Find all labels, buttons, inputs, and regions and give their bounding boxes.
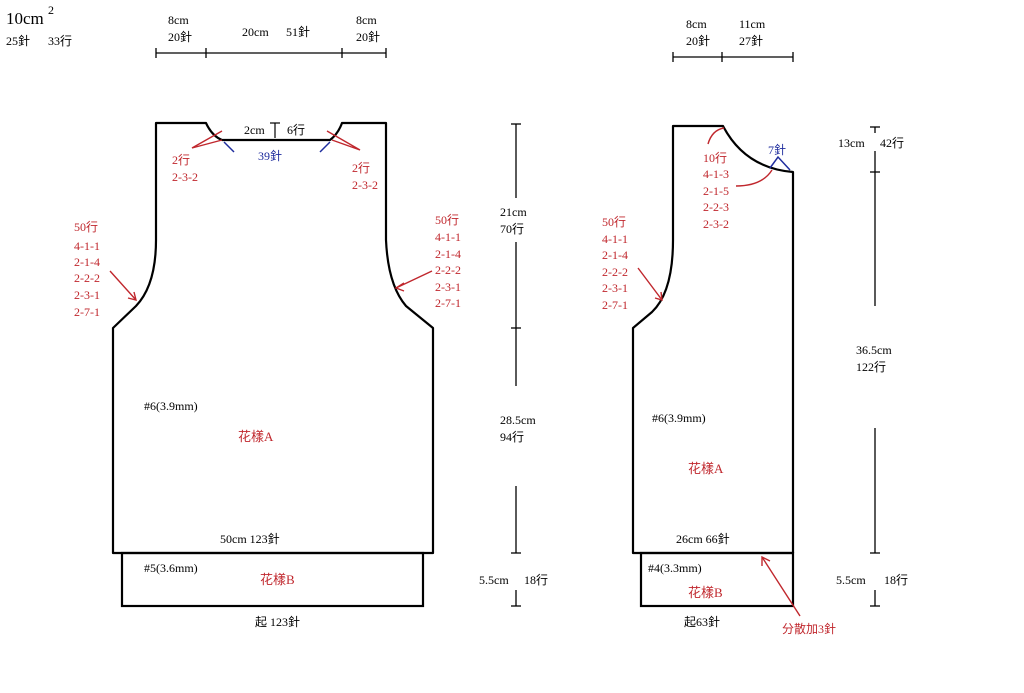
back-neck-dec-right-1: 2行 xyxy=(352,161,370,175)
back-armhole-right-2: 4-1-1 xyxy=(435,230,461,244)
back-armhole-right-4: 2-2-2 xyxy=(435,263,461,277)
front-armhole-6: 2-7-1 xyxy=(602,298,628,312)
back-neck-depth-cm: 2cm xyxy=(244,123,265,137)
front-neck-dec-text: 10行 4-1-3 2-1-5 2-2-3 2-3-2 xyxy=(703,151,729,231)
front-piece: 8cm 20針 11cm 27針 7針 10行 4-1-3 2-1-5 2-2-… xyxy=(602,17,908,636)
back-neck-dec-right-2: 2-3-2 xyxy=(352,178,378,192)
front-h1-cm: 13cm xyxy=(838,136,865,150)
front-top-dimension xyxy=(672,52,794,62)
front-rib-outline xyxy=(639,551,795,608)
front-neck-stitches: 7針 xyxy=(768,142,786,157)
back-armhole-left-5: 2-3-1 xyxy=(74,288,100,302)
gauge-size: 10cm xyxy=(6,9,44,28)
front-neck-dec-2: 4-1-3 xyxy=(703,167,729,181)
back-h2-rows: 94行 xyxy=(500,430,524,444)
back-armhole-left-2: 4-1-1 xyxy=(74,239,100,253)
back-needle-main: #6(3.9mm) xyxy=(144,399,198,413)
front-h3-rows: 18行 xyxy=(884,573,908,587)
front-top-left-cm: 8cm xyxy=(686,17,707,31)
back-h1-rows: 70行 xyxy=(500,222,524,236)
back-h2-cm: 28.5cm xyxy=(500,413,536,427)
front-top-right-cm: 11cm xyxy=(739,17,766,31)
front-h2-rows: 122行 xyxy=(856,360,886,374)
front-h3-cm: 5.5cm xyxy=(836,573,866,587)
back-armhole-left-6: 2-7-1 xyxy=(74,305,100,319)
front-armhole-5: 2-3-1 xyxy=(602,281,628,295)
back-pattern-rib: 花樣B xyxy=(260,572,295,587)
back-piece: 8cm 20針 20cm 51針 8cm 20針 2cm 6行 39針 2行 2… xyxy=(74,13,548,629)
front-neck-blue-mark xyxy=(769,155,791,171)
back-neck-arrows xyxy=(191,130,361,151)
back-armhole-left-4: 2-2-2 xyxy=(74,271,100,285)
back-h1-cm: 21cm xyxy=(500,205,527,219)
back-width-label: 50cm 123針 xyxy=(220,531,280,546)
gauge-block: 10cm 2 25針 33行 xyxy=(6,3,72,48)
front-needle-rib: #4(3.3mm) xyxy=(648,561,702,575)
front-height-dimension xyxy=(870,126,880,607)
back-armhole-left-3: 2-1-4 xyxy=(74,255,100,269)
gauge-superscript: 2 xyxy=(48,3,54,17)
front-neck-dec-3: 2-1-5 xyxy=(703,184,729,198)
back-top-left-cm: 8cm xyxy=(168,13,189,27)
back-pattern-main: 花樣A xyxy=(238,429,274,444)
back-neck-depth-marker xyxy=(270,122,280,138)
front-neck-arrows xyxy=(707,127,773,187)
front-increase-note: 分散加3針 xyxy=(782,621,836,636)
front-width-label: 26cm 66針 xyxy=(676,531,730,546)
front-needle-main: #6(3.9mm) xyxy=(652,411,706,425)
back-height-dimension xyxy=(511,123,521,607)
back-top-left-st: 20針 xyxy=(168,29,192,44)
gauge-rows: 33行 xyxy=(48,34,72,48)
front-neck-dec-4: 2-2-3 xyxy=(703,200,729,214)
back-armhole-right-3: 2-1-4 xyxy=(435,247,461,261)
back-top-right-cm: 8cm xyxy=(356,13,377,27)
front-h2-cm: 36.5cm xyxy=(856,343,892,357)
back-top-right-st: 20針 xyxy=(356,29,380,44)
front-armhole-3: 2-1-4 xyxy=(602,248,628,262)
front-pattern-rib: 花樣B xyxy=(688,585,723,600)
back-neck-blue-ticks xyxy=(223,141,331,153)
back-h3-cm: 5.5cm xyxy=(479,573,509,587)
back-armhole-left-text: 50行 4-1-1 2-1-4 2-2-2 2-3-1 2-7-1 xyxy=(74,220,100,319)
back-armhole-right-1: 50行 xyxy=(435,213,459,227)
back-armhole-right-5: 2-3-1 xyxy=(435,280,461,294)
back-top-mid-st: 51針 xyxy=(286,24,310,39)
back-neck-stitches: 39針 xyxy=(258,148,282,163)
back-armhole-right-6: 2-7-1 xyxy=(435,296,461,310)
back-h3-rows: 18行 xyxy=(524,573,548,587)
back-cast-on: 起 123針 xyxy=(255,614,300,629)
back-armhole-arrows xyxy=(109,270,433,301)
gauge-stitches: 25針 xyxy=(6,33,30,48)
front-h1-rows: 42行 xyxy=(880,136,904,150)
back-needle-rib: #5(3.6mm) xyxy=(144,561,198,575)
front-neck-dec-1: 10行 xyxy=(703,151,727,165)
back-neck-depth-rows: 6行 xyxy=(287,123,305,137)
front-armhole-text: 50行 4-1-1 2-1-4 2-2-2 2-3-1 2-7-1 xyxy=(602,215,628,312)
back-armhole-right-text: 50行 4-1-1 2-1-4 2-2-2 2-3-1 2-7-1 xyxy=(435,213,461,310)
front-neck-dec-5: 2-3-2 xyxy=(703,217,729,231)
back-body-outline xyxy=(111,121,435,555)
back-top-dimension xyxy=(155,48,387,58)
back-top-mid-cm: 20cm xyxy=(242,25,269,39)
front-pattern-main: 花樣A xyxy=(688,461,724,476)
front-top-right-st: 27針 xyxy=(739,33,763,48)
front-armhole-4: 2-2-2 xyxy=(602,265,628,279)
front-armhole-arrow xyxy=(637,267,663,301)
back-neck-dec-left-2: 2-3-2 xyxy=(172,170,198,184)
front-cast-on: 起63針 xyxy=(684,614,720,629)
back-armhole-left-1: 50行 xyxy=(74,220,98,234)
front-armhole-2: 4-1-1 xyxy=(602,232,628,246)
front-top-left-st: 20針 xyxy=(686,33,710,48)
back-rib-outline xyxy=(120,551,425,608)
back-neck-dec-left-1: 2行 xyxy=(172,153,190,167)
front-increase-arrow xyxy=(761,555,801,617)
front-armhole-1: 50行 xyxy=(602,215,626,229)
